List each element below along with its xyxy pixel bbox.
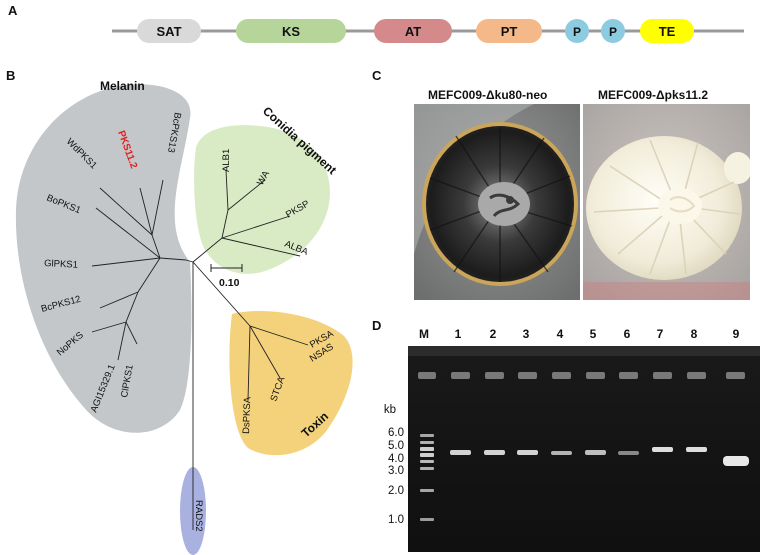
domain-te-label: TE [659, 24, 676, 39]
ladder-label-2-0: 2.0 [388, 485, 404, 497]
domain-pt: PT [476, 19, 542, 43]
lane-label-7: 7 [656, 327, 664, 341]
ladder-label-5-0: 5.0 [388, 440, 404, 452]
toxin-clade-region [229, 310, 353, 456]
domain-sat-label: SAT [156, 24, 181, 39]
mutant-colony-photo [583, 104, 750, 300]
domain-ks: KS [236, 19, 346, 43]
lane-label-5: 5 [589, 327, 597, 341]
gel-wells [418, 372, 745, 379]
melanin-clade-region [15, 84, 192, 433]
panel-label-a: A [8, 3, 18, 18]
ladder-bands [420, 434, 434, 521]
domain-te: TE [640, 19, 694, 43]
leaf-dspksa: DsPKSA [241, 396, 253, 434]
kb-unit-label: kb [383, 404, 396, 416]
panel-label-c: C [372, 68, 382, 83]
ladder-label-1-0: 1.0 [388, 514, 404, 526]
ladder-label-4-0: 4.0 [388, 453, 404, 465]
domain-p2-label: P [609, 25, 617, 39]
domain-pt-label: PT [501, 24, 518, 39]
lane-label-8: 8 [690, 327, 698, 341]
phylogenetic-tree: Melanin Conidia pigment Toxin PKS11.2 Bc… [15, 79, 353, 555]
scale-bar-label: 0.10 [219, 277, 240, 289]
panel-label-d: D [372, 318, 382, 333]
lane-label-m: M [419, 327, 429, 341]
domain-at: AT [374, 19, 452, 43]
domain-at-label: AT [405, 24, 421, 39]
domain-sat: SAT [137, 19, 201, 43]
wild-type-colony-photo [414, 104, 580, 300]
leaf-glpks1: GlPKS1 [44, 258, 78, 271]
sample-bands [450, 447, 749, 466]
leaf-alb1: ALB1 [221, 149, 232, 172]
lane-label-1: 1 [454, 327, 462, 341]
domain-ks-label: KS [282, 24, 300, 39]
leaf-rads2: RADS2 [193, 500, 204, 532]
panel-label-b: B [6, 68, 16, 83]
lane-label-9: 9 [732, 327, 740, 341]
domain-p1-label: P [573, 25, 581, 39]
tree-branches [91, 169, 309, 530]
lane-label-4: 4 [556, 327, 564, 341]
photo-title-left: MEFC009-Δku80-neo [428, 88, 548, 102]
lane-label-2: 2 [489, 327, 497, 341]
domain-p2: P [601, 19, 625, 43]
lane-label-6: 6 [623, 327, 631, 341]
conidia-clade-region [194, 125, 330, 274]
domain-diagram: SAT KS AT PT P P TE [112, 19, 744, 43]
photo-title-right: MEFC009-Δpks11.2 [598, 88, 709, 102]
colony-photos [414, 104, 750, 300]
ladder-label-6-0: 6.0 [388, 427, 404, 439]
agarose-gel [408, 346, 760, 552]
lane-label-3: 3 [522, 327, 530, 341]
scale-bar [210, 264, 243, 272]
domain-p1: P [565, 19, 589, 43]
ladder-label-3-0: 3.0 [388, 465, 404, 477]
clade-melanin-label: Melanin [100, 79, 145, 93]
